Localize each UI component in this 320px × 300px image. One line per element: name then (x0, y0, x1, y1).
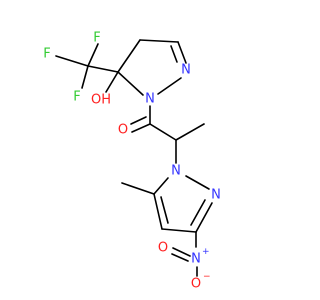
atom-fluorine-left: F (43, 47, 50, 62)
atom-labels: F F F OH N N O N N N + O O − (43, 31, 221, 292)
atom-oxygen-nitro-bottom: O (191, 277, 201, 292)
bond-c3-n2 (177, 41, 187, 64)
bond-n2-n1 (157, 77, 182, 95)
charge-minus-nitro-o: − (203, 272, 211, 282)
bond-carbonyl-ch (149, 123, 177, 141)
bond-c4-c5-double (160, 196, 169, 224)
bond-n1-n2 (185, 175, 210, 190)
bond-c5-methyl (121, 182, 155, 195)
bond-ch-methyl (175, 123, 205, 141)
charge-plus-nitro-n: + (202, 247, 210, 257)
atom-oxygen-carbonyl: O (118, 123, 128, 138)
atom-nitrogen-pyrazoline-2: N (181, 63, 191, 78)
atom-fluorine-top: F (93, 31, 100, 46)
bond-carbonyl-double-1 (131, 123, 151, 133)
atom-fluorine-mid: F (73, 90, 80, 105)
bond-n2-c3-double (190, 199, 206, 226)
bond-c4-c3 (139, 39, 179, 43)
bond-c3-n2-double (170, 45, 178, 63)
bond-c-f-left (55, 55, 89, 67)
bonds (55, 39, 213, 277)
bond-nitro-n-o-top-double (171, 253, 189, 262)
bond-carbonyl-double-2 (130, 116, 147, 125)
bond-c-f-mid (81, 65, 89, 89)
atom-nitrogen-nitro: N (191, 252, 201, 267)
bond-c5-oh (105, 71, 119, 93)
atom-nitrogen-pyrazoline-1: N (145, 92, 155, 107)
atom-nitrogen-pyrazole-1: N (171, 164, 181, 179)
bond-cf3-c5 (87, 65, 119, 73)
bond-nitro-n-o-top (172, 247, 191, 257)
bond-c5-n1 (153, 177, 169, 195)
atom-nitrogen-pyrazole-2: N (211, 188, 221, 203)
bond-c-f-top (87, 43, 99, 67)
bond-n1-c5 (117, 71, 144, 96)
molecule-structure-diagram: F F F OH N N O N N N + O O − (43, 31, 221, 292)
bond-c5-c4 (117, 39, 141, 73)
bond-c4-c5 (153, 193, 163, 230)
bond-n2-c3 (195, 202, 213, 233)
atom-hydroxyl: OH (91, 93, 111, 108)
bond-c3-c4 (161, 228, 197, 233)
atom-oxygen-nitro-top: O (158, 241, 168, 256)
